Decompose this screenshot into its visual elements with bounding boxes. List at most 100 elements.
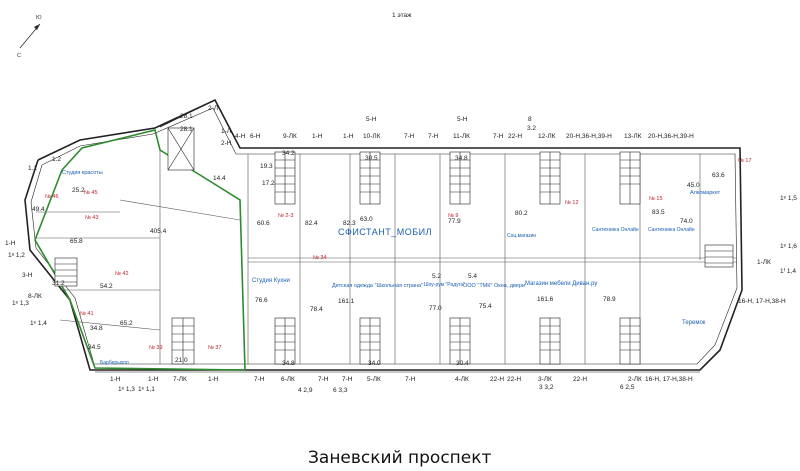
tenant-label: Алкомаркет xyxy=(690,190,721,196)
room-area: 161.6 xyxy=(537,296,554,303)
room-area: 21.0 xyxy=(175,357,188,364)
room-area: 34.8 xyxy=(455,155,468,162)
axis-label-top-upper: 3.2 xyxy=(527,125,537,132)
room-area: 5.2 xyxy=(432,273,442,280)
room-area: 30.4 xyxy=(456,360,469,367)
stair-core xyxy=(449,151,471,205)
axis-label-diagonal: 4-Н xyxy=(235,133,246,140)
marker-label: № 42 xyxy=(115,271,129,277)
axis-label-diagonal: 2-Н xyxy=(221,140,232,147)
axis-label-bottom: 2-ЛК xyxy=(628,376,642,383)
street-label: Заневский проспект xyxy=(308,448,492,468)
axis-label-bottom: 22-Н xyxy=(490,376,505,383)
axis-label-right: 1-ЛК xyxy=(757,259,771,266)
room-area: 28.1 xyxy=(180,126,193,133)
marker-label: № 9 xyxy=(448,213,459,219)
axis-label-top: 7-Н xyxy=(428,133,439,140)
room-area: 34.8 xyxy=(282,360,295,367)
axis-label-bottom: 6-ЛК xyxy=(281,376,295,383)
highlighted-zone xyxy=(34,129,246,371)
stair-core xyxy=(449,317,471,365)
tenant-label: Студия красоты xyxy=(62,170,103,176)
marker-label: № 43 xyxy=(85,215,99,221)
axis-label-bottom: 1-Н xyxy=(148,376,159,383)
room-area: 75.4 xyxy=(479,303,492,310)
axis-label-bottom-sub: 1ᵉ 1,1 xyxy=(138,386,155,393)
axis-label-top-upper: 5-Н xyxy=(457,116,468,123)
axis-label-left: 1-Н xyxy=(5,240,16,247)
stair-core xyxy=(274,317,296,365)
axis-label-bottom: 4-ЛК xyxy=(455,376,469,383)
room-area: 28.1 xyxy=(180,113,193,120)
tenant-label: Сантехника Онлайн xyxy=(592,227,639,233)
marker-label: № 45 xyxy=(84,190,98,196)
room-area: 74.0 xyxy=(680,218,693,225)
room-area: 30.5 xyxy=(365,155,378,162)
axis-label-left: 1ᵃ 1,2 xyxy=(8,252,25,259)
stair-core xyxy=(359,151,381,205)
tenant-banner: СФИСТАНТ_МОБИЛ xyxy=(338,227,432,237)
stair-core xyxy=(539,151,561,205)
axis-label-top: 13-ЛК xyxy=(624,133,642,140)
room-area: 34.5 xyxy=(88,344,101,351)
stair-core xyxy=(54,257,78,287)
axis-label-bottom-sub: 6 2,5 xyxy=(620,384,635,391)
axis-label-bottom-sub: 4 2,9 xyxy=(298,387,313,394)
axis-label-diagonal: 1-Л xyxy=(221,128,232,135)
axis-label-right: 1ᵉ 1,5 xyxy=(780,195,797,202)
axis-label-right: 16-Н, 17-Н,38-Н xyxy=(738,298,786,305)
room-area: 77.0 xyxy=(429,305,442,312)
marker-label: № 46 xyxy=(45,194,59,200)
room-area: 76.6 xyxy=(255,297,268,304)
axis-label-bottom-sub: 3 3,2 xyxy=(539,384,554,391)
stair-core xyxy=(171,317,195,365)
axis-label-bottom: 7-ЛК xyxy=(173,376,187,383)
room-area: 34.8 xyxy=(90,325,103,332)
room-area: 80.2 xyxy=(515,210,528,217)
axis-label-top: 20-Н,36-Н,39-Н xyxy=(648,133,694,140)
marker-label: № 15 xyxy=(649,196,663,202)
stair-core xyxy=(167,127,195,171)
room-area: 77.9 xyxy=(448,218,461,225)
axis-label-top: 11-ЛК xyxy=(453,133,470,140)
stair-core xyxy=(274,151,296,205)
axis-label-left: 1ᵉ 1,4 xyxy=(30,320,47,327)
stair-core xyxy=(619,317,641,365)
axis-label-bottom: 7-Н xyxy=(342,376,353,383)
compass-label-top: Ю xyxy=(36,15,42,21)
room-area: 63.0 xyxy=(360,216,373,223)
axis-label-top: 6-Н xyxy=(250,133,261,140)
room-area: 405.4 xyxy=(150,228,167,235)
axis-label-top: 1-Н xyxy=(312,133,323,140)
room-area: 60.6 xyxy=(257,220,270,227)
axis-label-bottom: 1-Н xyxy=(208,376,219,383)
axis-label-bottom: 7-Н xyxy=(318,376,329,383)
room-area: 82.3 xyxy=(343,220,356,227)
room-area: 65.8 xyxy=(70,238,83,245)
axis-label-bottom: 3-ЛК xyxy=(538,376,552,383)
tenant-label: Теремок xyxy=(682,320,706,326)
room-area: 34.0 xyxy=(368,360,381,367)
axis-label-left: 3-Н xyxy=(22,272,33,279)
room-area: 1.1 xyxy=(28,165,38,172)
axis-label-bottom: 7-Н xyxy=(254,376,265,383)
axis-label-right: 1ᶠ 1,4 xyxy=(780,268,796,275)
axis-label-top: 10-ЛК xyxy=(363,133,381,140)
axis-label-bottom: 5-ЛК xyxy=(367,376,381,383)
axis-label-bottom: 7-Н xyxy=(405,376,416,383)
axis-label-top: 22-Н xyxy=(508,133,523,140)
marker-label: № 17 xyxy=(738,158,752,164)
axis-label-bottom: 22-Н xyxy=(507,376,522,383)
axis-label-bottom-sub: 1ᵉ 1,3 xyxy=(118,386,135,393)
axis-label-top: 7-Н xyxy=(493,133,504,140)
tenant-label: Студия Кухни xyxy=(252,278,290,284)
axis-label-top: 7-Н xyxy=(404,133,415,140)
marker-label: № 12 xyxy=(565,200,579,206)
axis-label-left: 1ᵉ 1,3 xyxy=(12,300,29,307)
axis-label-top-upper: 8 xyxy=(528,116,532,123)
marker-label: № 34 xyxy=(313,255,327,261)
tenant-label: Сантехника Онлайн xyxy=(648,227,695,233)
marker-label: № 41 xyxy=(80,311,94,317)
building-outline xyxy=(24,98,743,371)
